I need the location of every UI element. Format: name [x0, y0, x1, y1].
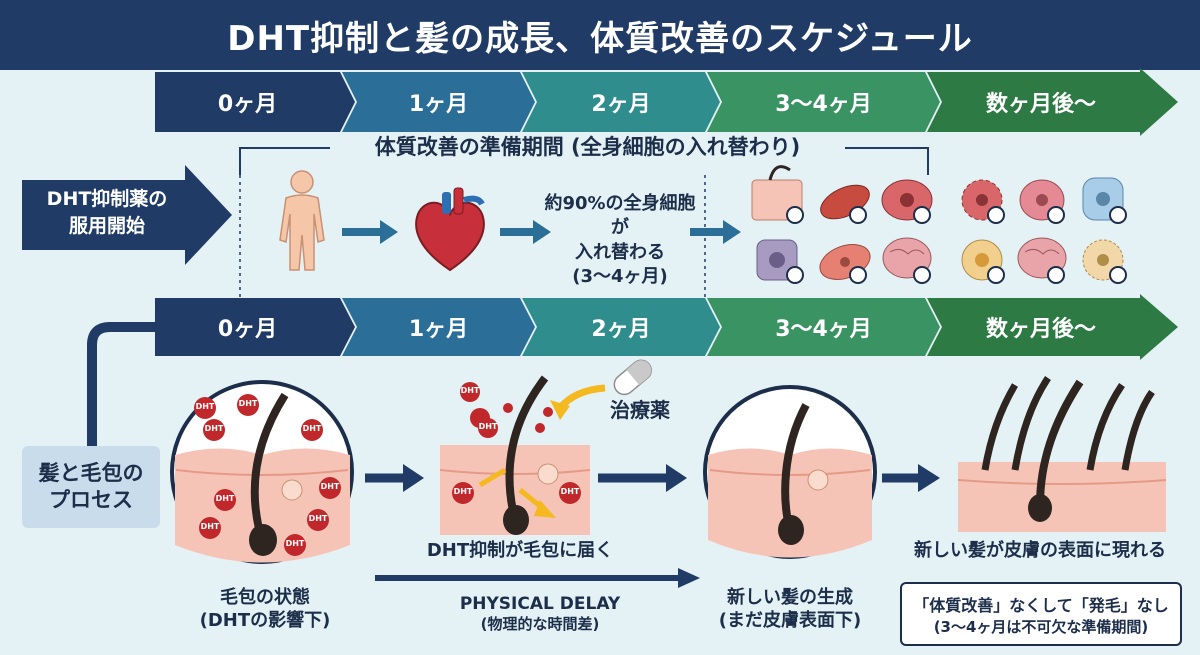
- timeline-top-seg-0: [155, 72, 355, 132]
- stage4-label: 新しい髪が皮膚の表面に現れる: [914, 540, 1166, 561]
- stage1-line1: 毛包の状態: [220, 587, 310, 608]
- start-label-line1: DHT抑制薬の: [46, 188, 168, 210]
- cells-text-line1: 約90%の全身細胞が: [544, 193, 696, 239]
- medicine-label: 治療薬: [610, 398, 670, 422]
- timeline-bottom-label-2: 2ヶ月: [591, 317, 651, 342]
- bracket-label: 体質改善の準備期間 (全身細胞の入れ替わり): [330, 134, 845, 162]
- delay-label: PHYSICAL DELAY (物理的な時間差): [430, 594, 650, 634]
- timeline-top: [155, 68, 1178, 136]
- dht-badge: DHT: [195, 402, 215, 411]
- capsule-icon: [613, 359, 652, 396]
- dht-badge: DHT: [478, 422, 498, 431]
- dht-badge: DHT: [560, 487, 580, 496]
- start-label-line2: 服用開始: [68, 214, 145, 237]
- note-line1: 「体質改善」なくして「発毛」なし: [913, 595, 1169, 615]
- dht-badge: DHT: [453, 487, 473, 496]
- delay-line2: (物理的な時間差): [480, 615, 600, 634]
- timeline-bottom-seg-1: [342, 298, 535, 356]
- dht-badge: DHT: [308, 514, 328, 523]
- note-box: 「体質改善」なくして「発毛」なし (3〜4ヶ月は不可欠な準備期間): [900, 582, 1182, 646]
- dht-badge: DHT: [215, 494, 235, 503]
- dht-badge: DHT: [302, 424, 322, 433]
- timeline-bottom: [155, 294, 1178, 360]
- bracket-line: [239, 147, 929, 175]
- medicine-arrow: [557, 384, 606, 411]
- timeline-top-seg-3: [707, 72, 940, 132]
- timeline-top-label-4: 数ヶ月後〜: [985, 92, 1096, 117]
- stage4-hair-icon: [957, 376, 1167, 532]
- timeline-bottom-label-4: 数ヶ月後〜: [985, 317, 1096, 342]
- stage1-label: 毛包の状態 (DHTの影響下): [180, 587, 350, 632]
- timeline-bottom-seg-2: [522, 298, 720, 356]
- timeline-top-seg-1: [342, 72, 535, 132]
- start-label: DHT抑制薬の 服用開始: [22, 186, 192, 244]
- stage3-line1: 新しい髪の生成: [727, 587, 853, 608]
- purple-cell-icon: [756, 239, 798, 281]
- process-label-line2: プロセス: [49, 488, 133, 512]
- note-line2: (3〜4ヶ月は不可欠な準備期間): [933, 617, 1149, 636]
- heart-icon: [415, 187, 485, 272]
- timeline-bottom-label-3: 3〜4ヶ月: [775, 317, 872, 342]
- timeline-top-label-3: 3〜4ヶ月: [775, 92, 872, 117]
- page-title: DHT抑制と髪の成長、体質改善のスケジュール: [0, 0, 1200, 70]
- timeline-bottom-seg-4: [927, 294, 1178, 360]
- dht-badges-stage2: [452, 382, 581, 504]
- dht-badges: [194, 394, 341, 556]
- human-body-icon: [279, 170, 325, 271]
- dht-badge: DHT: [320, 482, 340, 491]
- stage3-label: 新しい髪の生成 (まだ皮膚表面下): [700, 587, 880, 632]
- cells-text-line3: (3〜4ヶ月): [572, 265, 668, 287]
- process-connector: [87, 322, 155, 446]
- process-label-box: 髪と毛包の プロセス: [22, 446, 160, 528]
- cell-icons: [751, 165, 1127, 284]
- cells-replacement-text: 約90%の全身細胞が 入れ替わる (3〜4ヶ月): [540, 192, 700, 289]
- stage3-follicle-icon: [703, 385, 877, 559]
- timeline-bottom-label-0: 0ヶ月: [217, 317, 278, 342]
- dht-badge: DHT: [460, 386, 480, 395]
- clock-icon: [786, 206, 1127, 284]
- stage3-line2: (まだ皮膚表面下): [718, 609, 862, 631]
- stage2-label: DHT抑制が毛包に届く: [426, 540, 614, 561]
- dht-badge: DHT: [204, 424, 224, 433]
- timeline-top-seg-2: [522, 72, 720, 132]
- timeline-top-seg-4: [927, 68, 1178, 136]
- dht-badge: DHT: [285, 539, 305, 548]
- process-label-line1: 髪と毛包の: [38, 460, 144, 485]
- delay-line1: PHYSICAL DELAY: [459, 594, 621, 614]
- timeline-bottom-label-1: 1ヶ月: [408, 317, 469, 342]
- timeline-top-label-1: 1ヶ月: [408, 92, 469, 117]
- start-arrow: [22, 165, 232, 265]
- timeline-top-label-0: 0ヶ月: [217, 92, 278, 117]
- cells-text-line2: 入れ替わる: [575, 241, 665, 263]
- timeline-bottom-seg-0: [155, 298, 355, 356]
- timeline-bottom-seg-3: [707, 298, 940, 356]
- timeline-top-label-2: 2ヶ月: [591, 92, 651, 117]
- dht-badge: DHT: [238, 399, 258, 408]
- dht-badge: DHT: [200, 522, 220, 531]
- stage1-line2: (DHTの影響下): [199, 609, 331, 631]
